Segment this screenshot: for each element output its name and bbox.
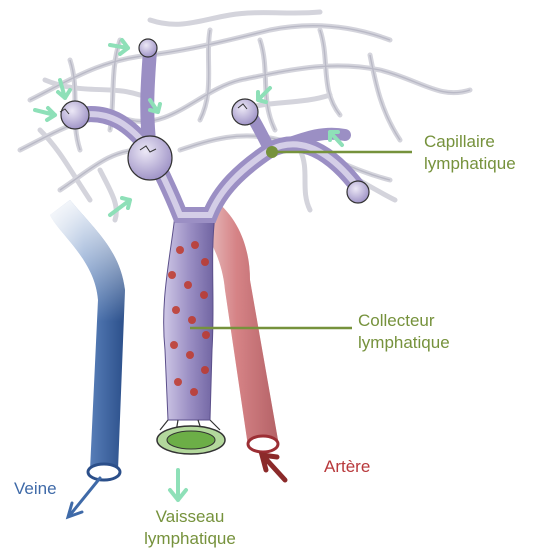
lymph-vessel-label: Vaisseau lymphatique [130,506,250,550]
lymph-vessel-label-line2: lymphatique [130,528,250,550]
collector-label-line2: lymphatique [358,332,450,354]
artery-label: Artère [324,456,370,478]
artery-flow-arrow [262,455,285,480]
collector-label: Collecteur lymphatique [358,310,450,354]
capillary-label-line2: lymphatique [424,153,516,175]
vein-flow-arrow [68,478,100,517]
vein [50,200,125,480]
capillary-label-line1: Capillaire [424,131,516,153]
lymph-vessel-label-line1: Vaisseau [130,506,250,528]
vein-label: Veine [14,478,57,500]
collector-label-line1: Collecteur [358,310,450,332]
lymphatic-collector [157,215,225,454]
capillary-label: Capillaire lymphatique [424,131,516,175]
